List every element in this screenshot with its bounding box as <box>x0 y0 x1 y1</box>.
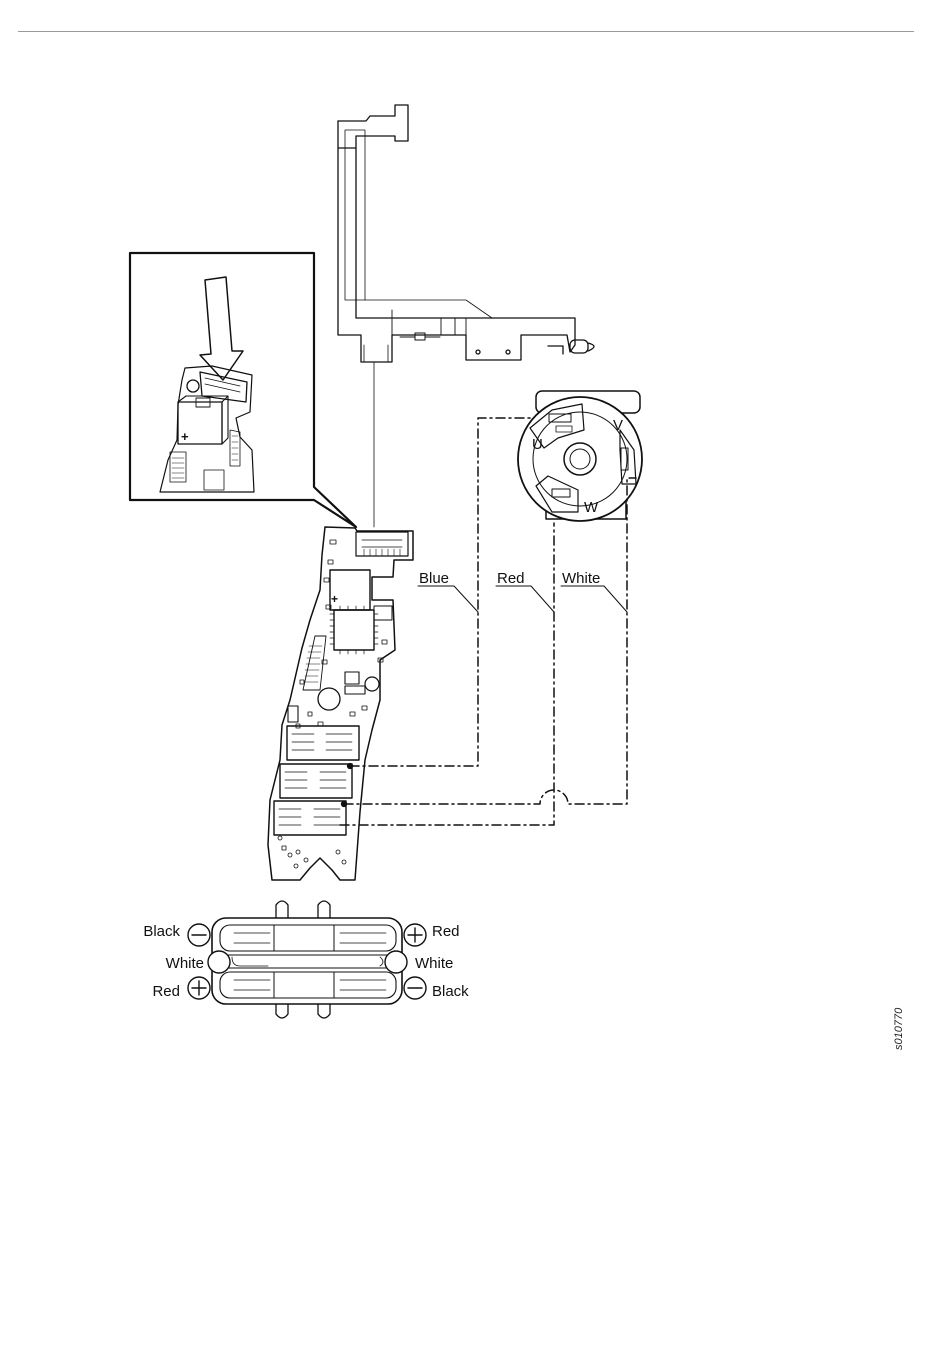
white-wire <box>344 478 636 804</box>
phase-w-label: W <box>584 499 599 516</box>
red-wire-label: Red <box>497 570 525 587</box>
connector-pinout <box>188 901 426 1018</box>
board-plus-sign: + <box>331 592 338 606</box>
blue-wire-label: Blue <box>419 570 449 587</box>
white-wire-label: White <box>562 570 600 587</box>
phase-v-label: V <box>613 417 623 434</box>
pin-right-middle-label: White <box>415 955 453 972</box>
pin-left-bottom-label: Red <box>152 983 180 1000</box>
figure-id: s010770 <box>893 1030 913 1050</box>
blue-wire <box>350 418 533 766</box>
pin-left-top-label: Black <box>143 923 180 940</box>
red-wire <box>340 523 554 825</box>
inset-plus-sign: + <box>181 429 189 444</box>
phase-u-label: U <box>532 436 543 453</box>
main-pcb: + <box>268 527 413 880</box>
pin-left-middle-label: White <box>166 955 204 972</box>
inset-detail: + <box>130 253 356 527</box>
motor: U V W <box>518 391 642 521</box>
pin-right-bottom-label: Black <box>432 983 469 1000</box>
pin-right-top-label: Red <box>432 923 460 940</box>
